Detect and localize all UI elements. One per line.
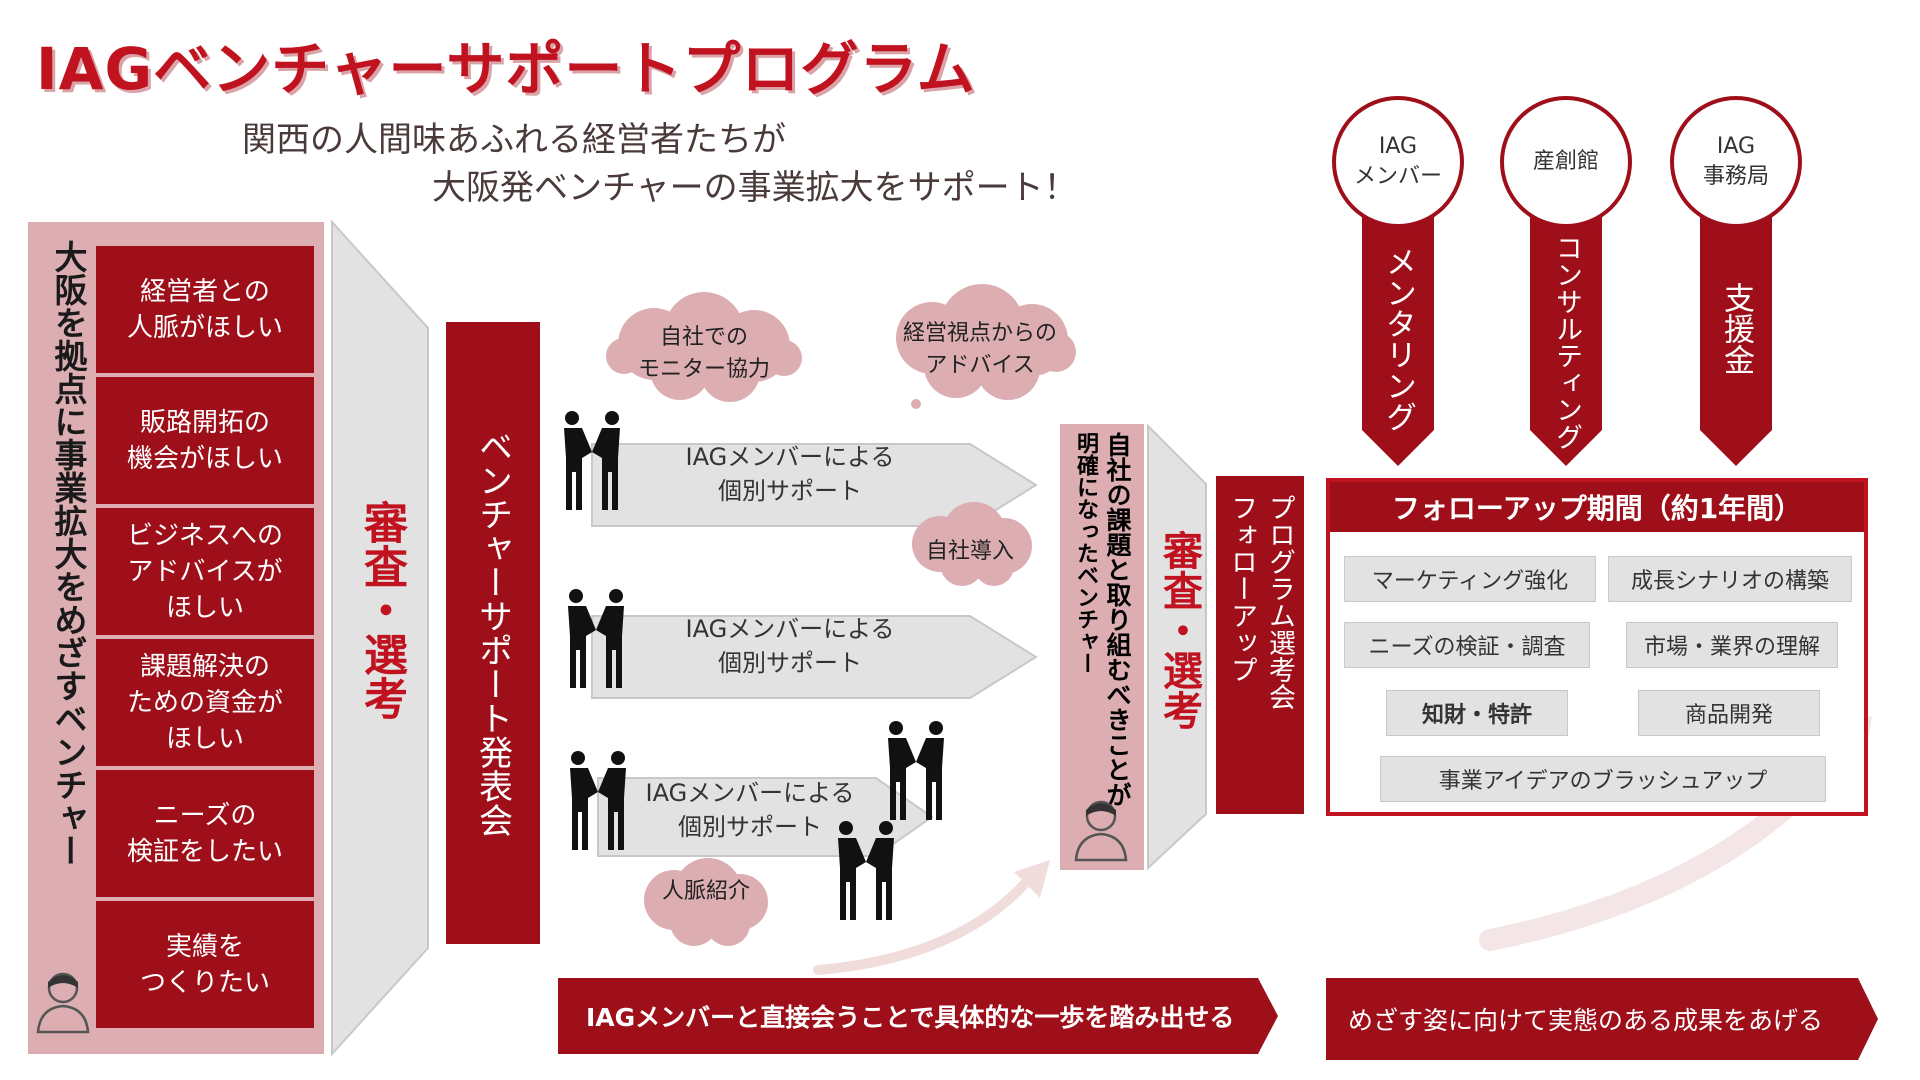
handshake-icon — [564, 411, 620, 510]
banner-right-text: めざす姿に向けて実態のある成果をあげる — [1348, 1006, 1824, 1035]
followup-period-heading: フォローアップ期間（約1年間） — [1330, 482, 1864, 532]
handshake-icon — [838, 821, 894, 920]
followup-item: 商品開発 — [1638, 690, 1820, 736]
subtitle-line-2: 大阪発ベンチャーの事業拡大をサポート！ — [432, 168, 1078, 208]
supporter-role-3: 支援金 — [1718, 282, 1754, 375]
clarified-ventures-line-1: 自社の課題と取り組むべきことが — [1103, 432, 1132, 807]
support-arrow-1 — [591, 443, 1038, 527]
support-arrow-3 — [597, 777, 934, 857]
supporter-circle-3: IAG 事務局 — [1670, 96, 1802, 228]
followup-item: 事業アイデアのブラッシュアップ — [1380, 756, 1826, 802]
followup-selection-line-1: フォローアップ — [1226, 494, 1257, 683]
screening-funnel-1 — [331, 220, 429, 1056]
clarified-ventures-line-2: 明確になったベンチャー — [1073, 432, 1098, 674]
venture-description: 大阪を拠点に事業拡大をめざすベンチャー — [49, 240, 88, 867]
thought-cloud — [606, 292, 802, 402]
need-item-1: 経営者との 人脈がほしい — [96, 246, 314, 373]
handshake-icon — [570, 751, 626, 850]
need-item-5: ニーズの 検証をしたい — [96, 770, 314, 897]
screening-funnel-2 — [1147, 424, 1207, 870]
banner-left-shape — [558, 978, 1278, 1054]
followup-selection-box: フォローアップ プログラム選考会 — [1216, 476, 1304, 814]
cloud-label-advice: 経営視点からの アドバイス — [902, 321, 1057, 378]
thought-cloud — [896, 284, 1076, 409]
supporter-role-1: メンタリング — [1380, 246, 1416, 432]
screening-label-1: 審査・選考 — [356, 500, 407, 720]
cloud-label-monitor: 自社での モニター協力 — [637, 325, 770, 382]
banner-right-shape — [1326, 978, 1878, 1060]
cloud-label-adoption: 自社導入 — [925, 539, 1014, 564]
venture-person-icon — [1072, 796, 1130, 866]
followup-item: 成長シナリオの構築 — [1608, 556, 1852, 602]
clarified-ventures-box — [1060, 424, 1144, 870]
supporter-role-2: コンサルティング — [1551, 234, 1582, 450]
need-item-6: 実績を つくりたい — [96, 901, 314, 1028]
supporter-circle-1: IAG メンバー — [1332, 96, 1464, 228]
support-label-2: IAGメンバーによる 個別サポート — [685, 615, 895, 677]
thought-cloud — [644, 858, 768, 946]
thought-cloud — [912, 502, 1032, 586]
banner-left-text: IAGメンバーと直接会うことで具体的な一歩を踏み出せる — [586, 1003, 1235, 1032]
cloud-label-network: 人脈紹介 — [661, 879, 750, 904]
growth-arrow-small — [813, 860, 1050, 975]
followup-selection-line-2: プログラム選考会 — [1264, 494, 1295, 710]
subtitle-line-1: 関西の人間味あふれる経営者たちが — [242, 120, 786, 160]
support-arrow-2 — [591, 615, 1038, 699]
need-item-3: ビジネスへの アドバイスが ほしい — [96, 508, 314, 635]
need-item-4: 課題解決の ための資金が ほしい — [96, 639, 314, 766]
need-item-2: 販路開拓の 機会がほしい — [96, 377, 314, 504]
followup-item: 知財・特許 — [1386, 690, 1568, 736]
followup-item: 市場・業界の理解 — [1626, 622, 1838, 668]
supporter-ribbon-2 — [1530, 200, 1602, 466]
venture-person-icon — [34, 968, 92, 1038]
supporter-ribbon-1 — [1362, 200, 1434, 466]
handshake-icon — [888, 721, 944, 820]
support-label-1: IAGメンバーによる 個別サポート — [685, 443, 895, 505]
venture-support-event-label: ベンチャーサポート発表会 — [472, 429, 513, 837]
supporter-ribbon-3 — [1700, 200, 1772, 466]
supporter-circle-2: 産創館 — [1500, 96, 1632, 228]
support-label-3: IAGメンバーによる 個別サポート — [645, 779, 855, 841]
screening-label-2: 審査・選考 — [1156, 530, 1202, 730]
handshake-icon — [568, 589, 624, 688]
followup-item: ニーズの検証・調査 — [1344, 622, 1590, 668]
venture-support-event: ベンチャーサポート発表会 — [446, 322, 540, 944]
page-title: IAGベンチャーサポートプログラム — [36, 35, 976, 103]
followup-item: マーケティング強化 — [1344, 556, 1596, 602]
